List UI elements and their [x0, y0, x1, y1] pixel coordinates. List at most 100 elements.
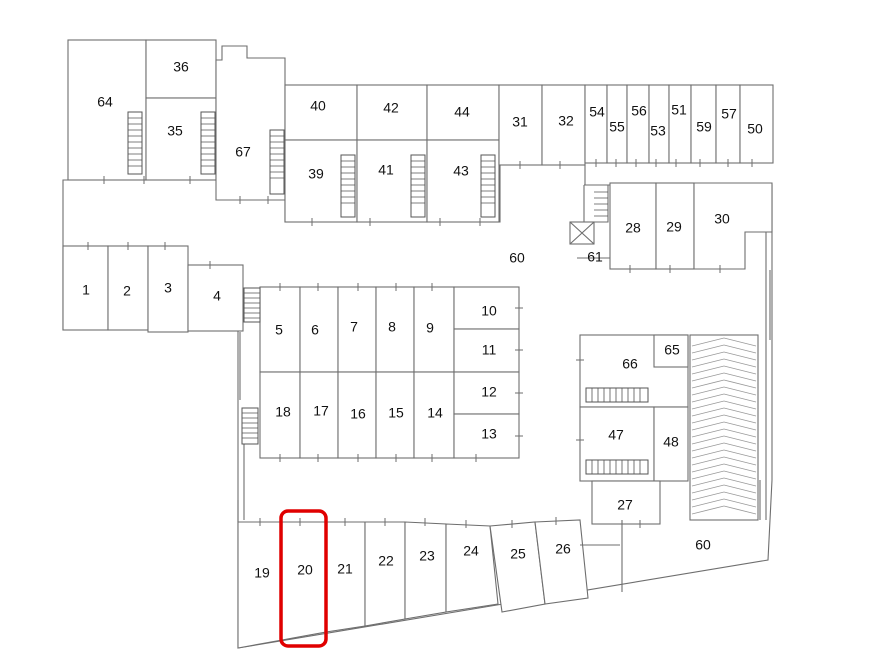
unit-12[interactable]: 12: [481, 384, 497, 400]
unit-28[interactable]: 28: [625, 220, 641, 236]
unit-48[interactable]: 48: [663, 434, 679, 450]
unit-60-upper[interactable]: 60: [509, 250, 525, 266]
hatch-line: [691, 421, 725, 431]
unit-60-lower[interactable]: 60: [695, 537, 711, 553]
unit-2-room: [107, 245, 149, 331]
unit-3[interactable]: 3: [164, 280, 172, 296]
unit-67[interactable]: 67: [235, 144, 251, 160]
unit-36[interactable]: 36: [173, 59, 189, 75]
unit-41[interactable]: 41: [378, 162, 394, 178]
block-top-middle: [284, 84, 500, 223]
unit-56[interactable]: 56: [631, 103, 647, 119]
unit-66[interactable]: 66: [622, 356, 638, 372]
ramp-hatching: [691, 337, 757, 515]
unit-18[interactable]: 18: [275, 404, 291, 420]
hatch-line: [723, 372, 757, 382]
unit-54[interactable]: 54: [589, 104, 605, 120]
unit-27[interactable]: 27: [617, 497, 633, 513]
unit-59-room: [690, 84, 717, 164]
unit-11[interactable]: 11: [482, 342, 497, 358]
hatch-line: [691, 358, 725, 368]
unit-47[interactable]: 47: [608, 427, 624, 443]
hatch-line: [723, 344, 757, 354]
unit-50[interactable]: 50: [747, 121, 763, 137]
hatch-line: [691, 351, 725, 361]
unit-43[interactable]: 43: [453, 163, 469, 179]
unit-56-room: [626, 84, 650, 164]
hatch-line: [691, 414, 725, 424]
unit-57[interactable]: 57: [721, 106, 737, 122]
unit-7[interactable]: 7: [350, 319, 358, 335]
unit-29[interactable]: 29: [666, 219, 682, 235]
unit-53[interactable]: 53: [650, 123, 666, 139]
unit-20[interactable]: 20: [297, 562, 313, 578]
unit-2[interactable]: 2: [123, 283, 131, 299]
unit-23[interactable]: 23: [419, 548, 435, 564]
hatch-line: [691, 463, 725, 473]
unit-17[interactable]: 17: [313, 403, 329, 419]
unit-59[interactable]: 59: [696, 119, 712, 135]
unit-31-room: [498, 84, 543, 166]
door-ticks: [87, 159, 753, 528]
block-28-30: [569, 182, 773, 270]
unit-8[interactable]: 8: [388, 319, 396, 335]
unit-48-room: [653, 406, 689, 482]
unit-42-room: [356, 84, 428, 141]
hatch-line: [723, 358, 757, 368]
unit-22-room: [364, 521, 406, 627]
hatch-line: [691, 442, 725, 452]
unit-19[interactable]: 19: [254, 565, 270, 581]
hatch-line: [691, 400, 725, 410]
unit-15[interactable]: 15: [388, 405, 404, 421]
unit-35[interactable]: 35: [167, 123, 183, 139]
hatch-line: [691, 344, 725, 354]
unit-10[interactable]: 10: [481, 303, 497, 319]
unit-4[interactable]: 4: [213, 288, 221, 304]
hatch-line: [691, 491, 725, 501]
hatch-line: [723, 379, 757, 389]
unit-40[interactable]: 40: [310, 98, 326, 114]
unit-30[interactable]: 30: [714, 211, 730, 227]
hatch-line: [691, 456, 725, 466]
hatch-line: [691, 337, 725, 347]
unit-19-room: [237, 521, 283, 649]
unit-16[interactable]: 16: [350, 406, 366, 422]
hatch-line: [691, 407, 725, 417]
unit-64[interactable]: 64: [97, 94, 113, 110]
unit-26[interactable]: 26: [555, 541, 571, 557]
unit-51[interactable]: 51: [671, 102, 687, 118]
unit-42[interactable]: 42: [383, 100, 399, 116]
unit-6[interactable]: 6: [311, 322, 319, 338]
hatch-line: [723, 470, 757, 480]
unit-32[interactable]: 32: [558, 113, 574, 129]
unit-14[interactable]: 14: [427, 405, 443, 421]
unit-9[interactable]: 9: [426, 320, 434, 336]
unit-5[interactable]: 5: [275, 322, 283, 338]
unit-55[interactable]: 55: [609, 119, 625, 135]
unit-67-room: [215, 45, 286, 201]
unit-25[interactable]: 25: [510, 546, 526, 562]
unit-24[interactable]: 24: [463, 543, 479, 559]
unit-24-room: [445, 523, 499, 613]
unit-11-room: [453, 328, 520, 373]
unit-1-room: [62, 245, 109, 331]
hatch-line: [691, 505, 725, 515]
unit-22[interactable]: 22: [378, 553, 394, 569]
block-top-right: [498, 84, 774, 166]
unit-12-room: [453, 371, 520, 415]
block-bottom: [237, 519, 623, 649]
unit-65[interactable]: 65: [664, 342, 680, 358]
unit-17-room: [299, 371, 339, 459]
hatch-line: [723, 498, 757, 508]
unit-44[interactable]: 44: [454, 104, 470, 120]
unit-21[interactable]: 21: [337, 561, 353, 577]
hatch-line: [723, 477, 757, 487]
unit-31[interactable]: 31: [512, 114, 528, 130]
unit-13[interactable]: 13: [481, 426, 497, 442]
hatch-line: [723, 491, 757, 501]
unit-61[interactable]: 61: [587, 249, 603, 265]
unit-1[interactable]: 1: [82, 282, 90, 298]
unit-39[interactable]: 39: [308, 166, 324, 182]
hatch-line: [691, 372, 725, 382]
